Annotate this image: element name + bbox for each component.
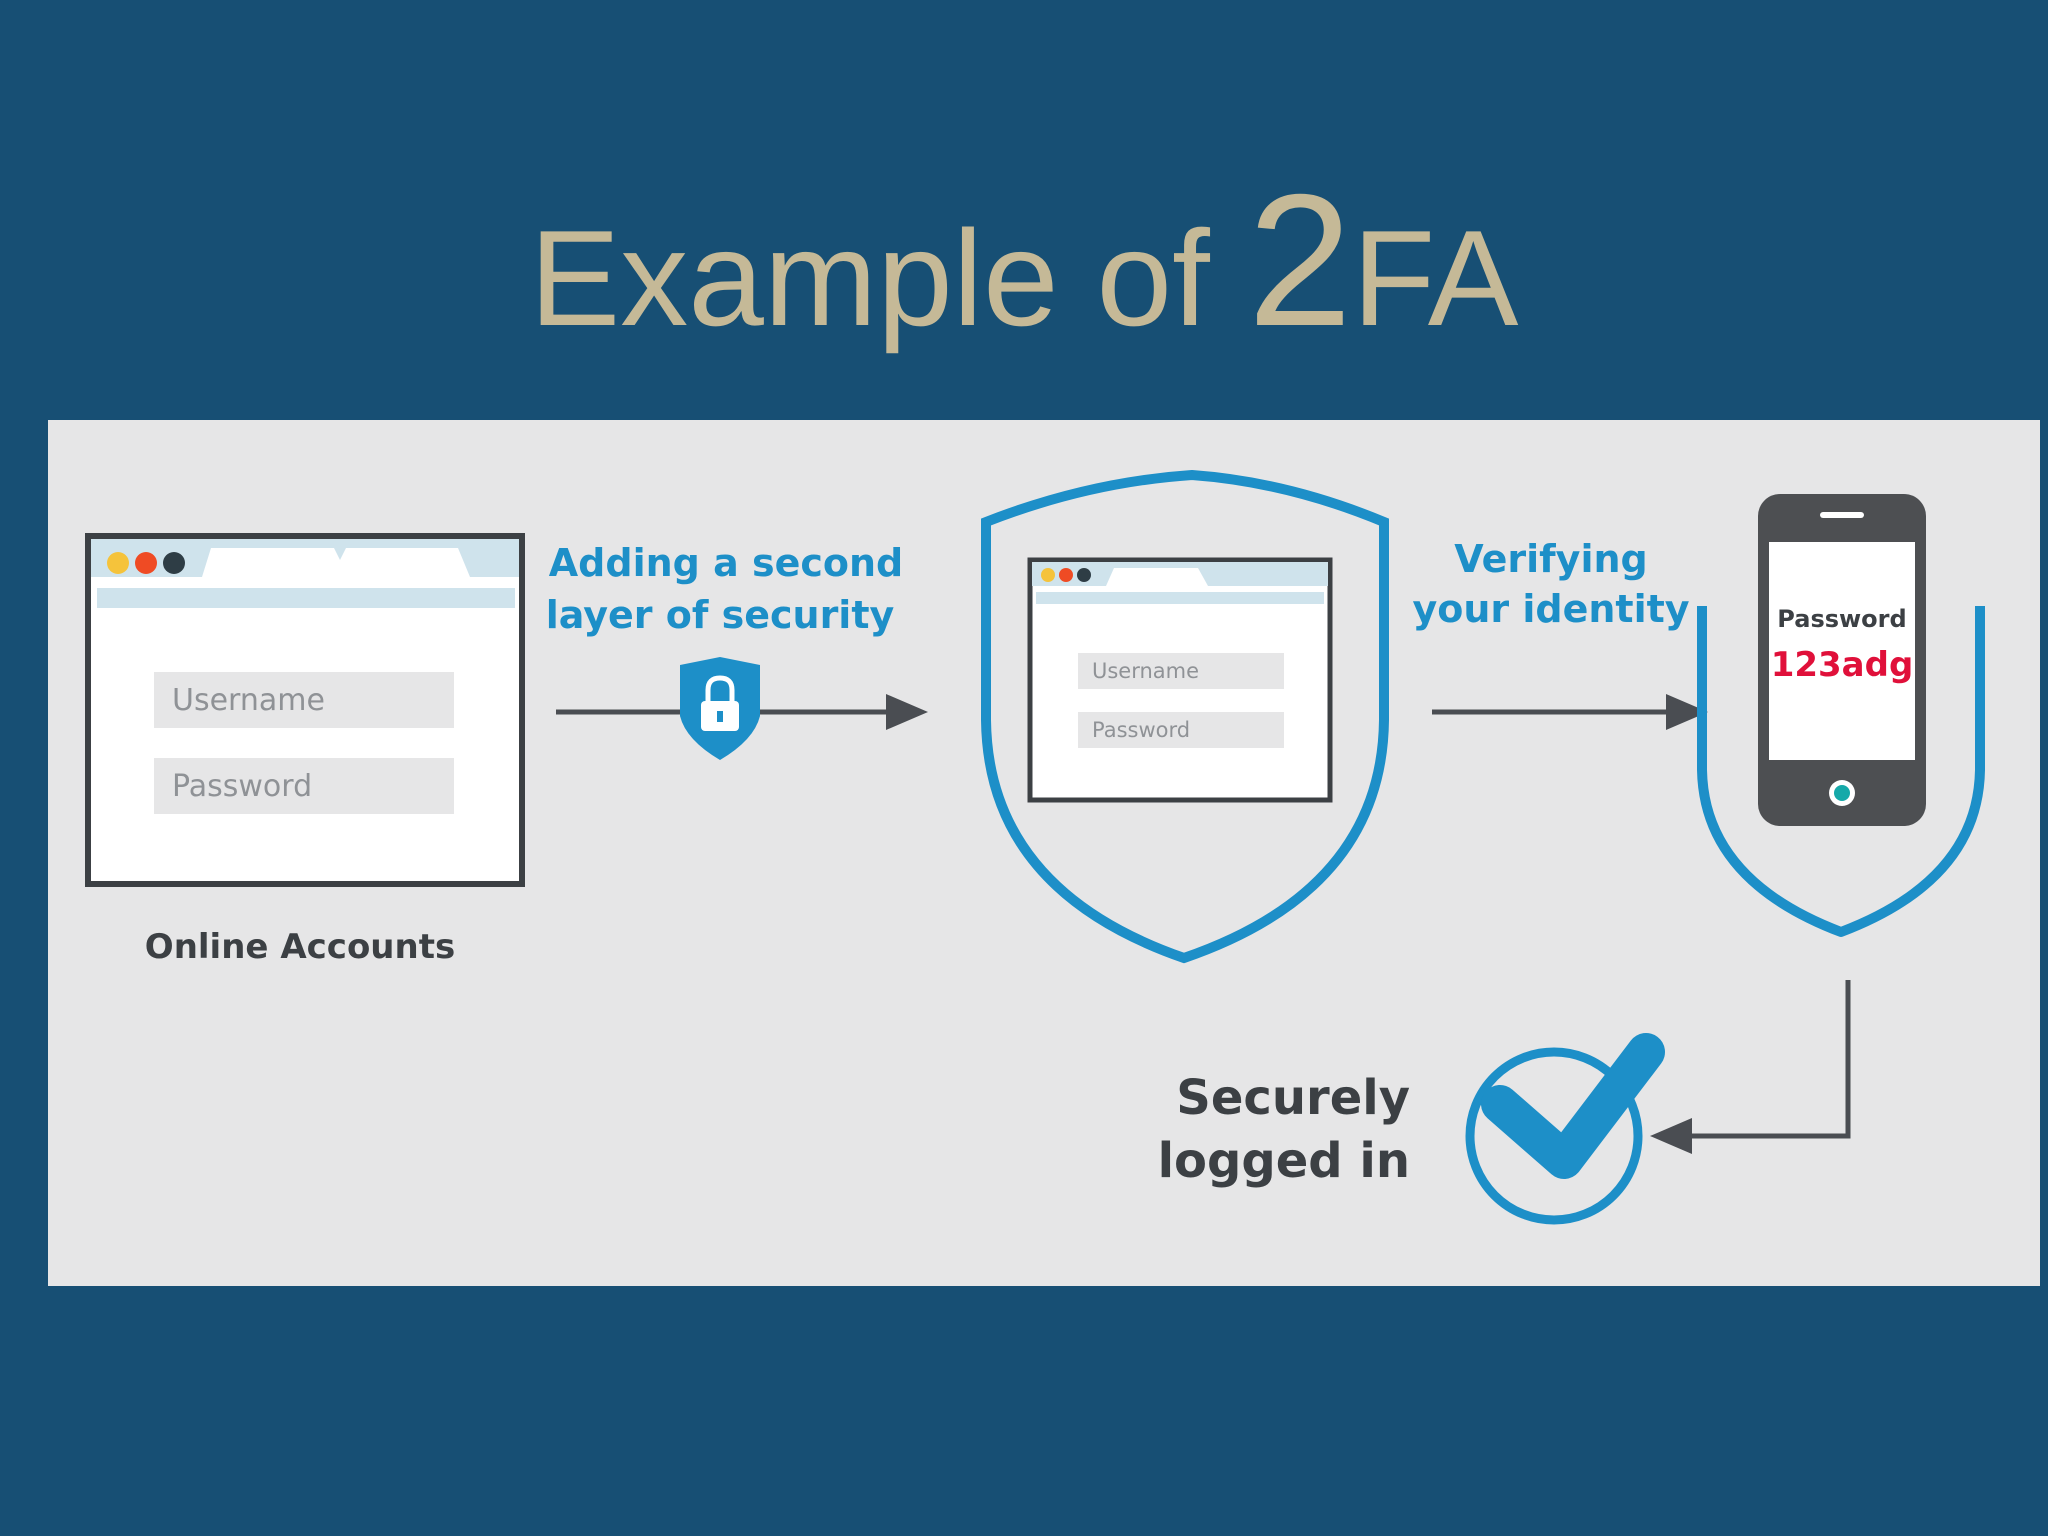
return-arrow-icon [1650, 980, 1851, 1154]
online-accounts-window: Username Password [85, 533, 525, 887]
diagram-svg: Username Password Online Accounts Adding… [85, 469, 1985, 1225]
protected-username-placeholder: Username [1092, 659, 1199, 683]
verify-line2: your identity [1412, 587, 1689, 631]
window-dot-yellow [107, 552, 129, 574]
username-placeholder: Username [172, 683, 325, 718]
slide-title: Example of 2FA [0, 160, 2048, 378]
phone-shield-icon [1697, 606, 1985, 937]
protected-password-field [1078, 712, 1284, 748]
title-prefix: Example of [529, 202, 1248, 354]
online-accounts-label: Online Accounts [145, 927, 455, 967]
window-dot-red [135, 552, 157, 574]
diagram-panel: Username Password Online Accounts Adding… [48, 420, 2040, 1286]
protected-password-placeholder: Password [1092, 718, 1190, 742]
title-suffix: FA [1352, 202, 1519, 354]
shield-icon [981, 469, 1389, 964]
verify-line1: Verifying [1454, 537, 1647, 581]
phone-icon: Password 123adg [1758, 494, 1926, 826]
password-field [154, 758, 454, 814]
title-digit: 2 [1247, 155, 1353, 365]
arrow-to-phone [1432, 694, 1708, 730]
second-layer-line1: Adding a second [549, 541, 903, 585]
phone-code: 123adg [1771, 645, 1914, 685]
lock-icon [680, 657, 760, 760]
result-line1: Securely [1176, 1070, 1410, 1126]
result-line2: logged in [1158, 1133, 1410, 1189]
phone-password-label: Password [1777, 605, 1906, 633]
check-icon [1465, 1033, 1665, 1225]
protected-window: Username Password [1027, 557, 1333, 803]
second-layer-line2: layer of security [546, 593, 895, 637]
window-dot-dark [163, 552, 185, 574]
protected-username-field [1078, 653, 1284, 689]
username-field [154, 672, 454, 728]
password-placeholder: Password [172, 769, 312, 804]
